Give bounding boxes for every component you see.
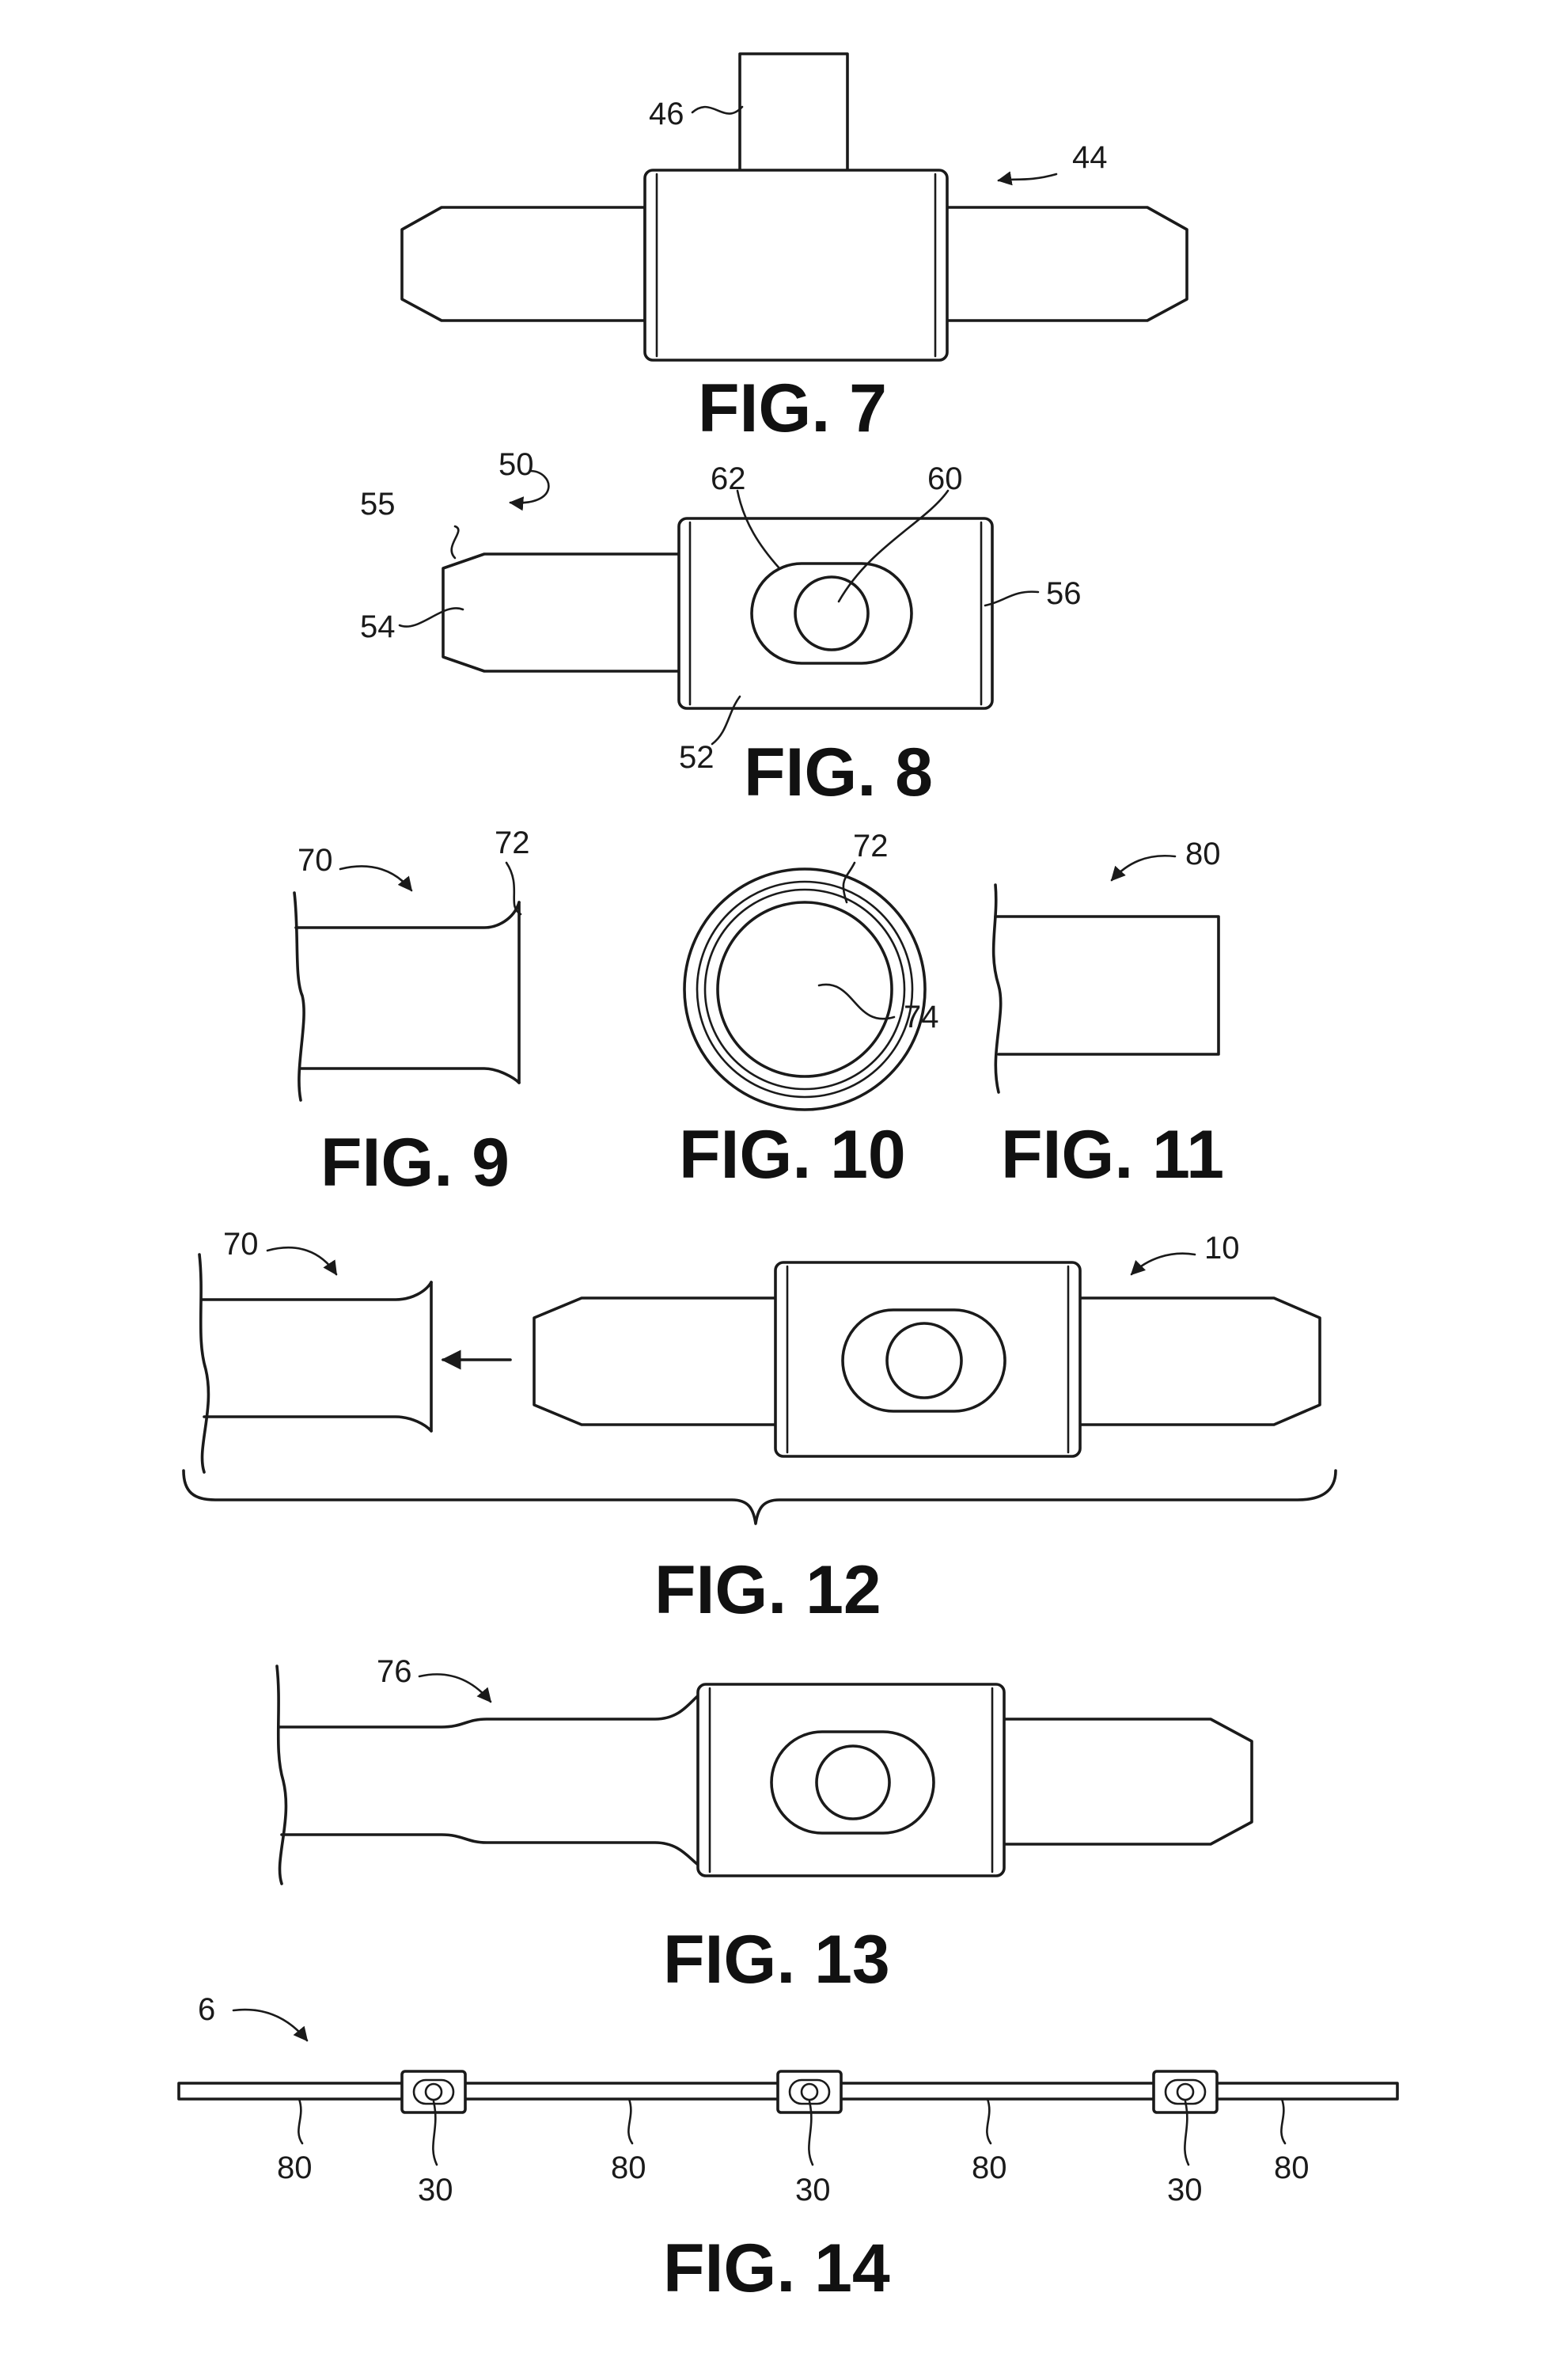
body-block <box>645 170 947 360</box>
figure-9: 70 72 FIG. 9 <box>294 826 530 1201</box>
ref-label: 50 <box>498 447 534 482</box>
figure-title: FIG. 8 <box>744 734 933 810</box>
ref-label: 30 <box>418 2173 453 2207</box>
bore <box>887 1323 961 1398</box>
figure-title: FIG. 12 <box>654 1552 881 1628</box>
ref-label: 46 <box>649 97 684 131</box>
ref-label: 54 <box>360 609 396 644</box>
grouping-brace <box>184 1471 1336 1524</box>
ref-label: 72 <box>853 829 889 864</box>
ref-label: 80 <box>972 2150 1007 2185</box>
figure-13: 76 FIG. 13 <box>277 1654 1252 1998</box>
figure-title: FIG. 11 <box>1001 1117 1224 1193</box>
nozzle-54 <box>443 554 680 671</box>
lumen-74 <box>718 902 892 1076</box>
figure-title: FIG. 9 <box>320 1125 510 1201</box>
right-nozzle <box>946 207 1187 321</box>
ref-label: 80 <box>611 2150 646 2185</box>
ref-label: 70 <box>223 1227 259 1262</box>
right-nozzle <box>1076 1298 1320 1425</box>
figure-8: 50 55 54 62 60 56 52 FIG. 8 <box>360 447 1082 810</box>
ref-label: 74 <box>904 1000 939 1034</box>
figure-14: 6 80 80 80 80 30 30 30 FIG. 14 <box>179 1992 1397 2306</box>
ref-label: 56 <box>1046 576 1082 611</box>
tube-80 <box>995 917 1219 1054</box>
ref-label: 70 <box>298 843 333 878</box>
tube-break <box>277 1666 286 1884</box>
stem-46 <box>740 54 847 173</box>
figure-title: FIG. 14 <box>663 2230 890 2306</box>
ref-label: 60 <box>927 461 963 496</box>
ref-label: 30 <box>1167 2173 1203 2207</box>
right-nozzle <box>1001 1719 1252 1844</box>
flare-72-outer <box>684 869 925 1110</box>
ref-label: 55 <box>360 487 396 522</box>
figure-12: 70 10 FIG. 12 <box>184 1227 1336 1628</box>
tube-70 <box>199 1255 208 1472</box>
ref-label: 44 <box>1072 140 1108 175</box>
ref-label: 52 <box>679 740 715 775</box>
ref-label: 80 <box>1274 2150 1310 2185</box>
figure-7: 46 44 FIG. 7 <box>402 54 1187 446</box>
figure-title: FIG. 10 <box>679 1117 906 1193</box>
left-nozzle <box>402 207 645 321</box>
ref-label: 72 <box>495 826 530 860</box>
ref-label: 10 <box>1204 1231 1240 1266</box>
ref-label: 62 <box>711 461 746 496</box>
left-nozzle <box>534 1298 779 1425</box>
ref-label: 80 <box>277 2150 313 2185</box>
flare-72-ring <box>697 882 912 1097</box>
bore <box>817 1746 889 1819</box>
ref-label: 6 <box>198 1992 215 2027</box>
ref-label: 80 <box>1185 837 1221 871</box>
figure-title: FIG. 7 <box>698 370 887 446</box>
ref-label: 76 <box>377 1654 412 1689</box>
bore-60 <box>795 577 868 650</box>
ref-label: 30 <box>795 2173 831 2207</box>
figure-10: 72 74 FIG. 10 <box>679 829 939 1193</box>
figure-11: 80 FIG. 11 <box>994 837 1224 1193</box>
figure-title: FIG. 13 <box>663 1922 890 1998</box>
